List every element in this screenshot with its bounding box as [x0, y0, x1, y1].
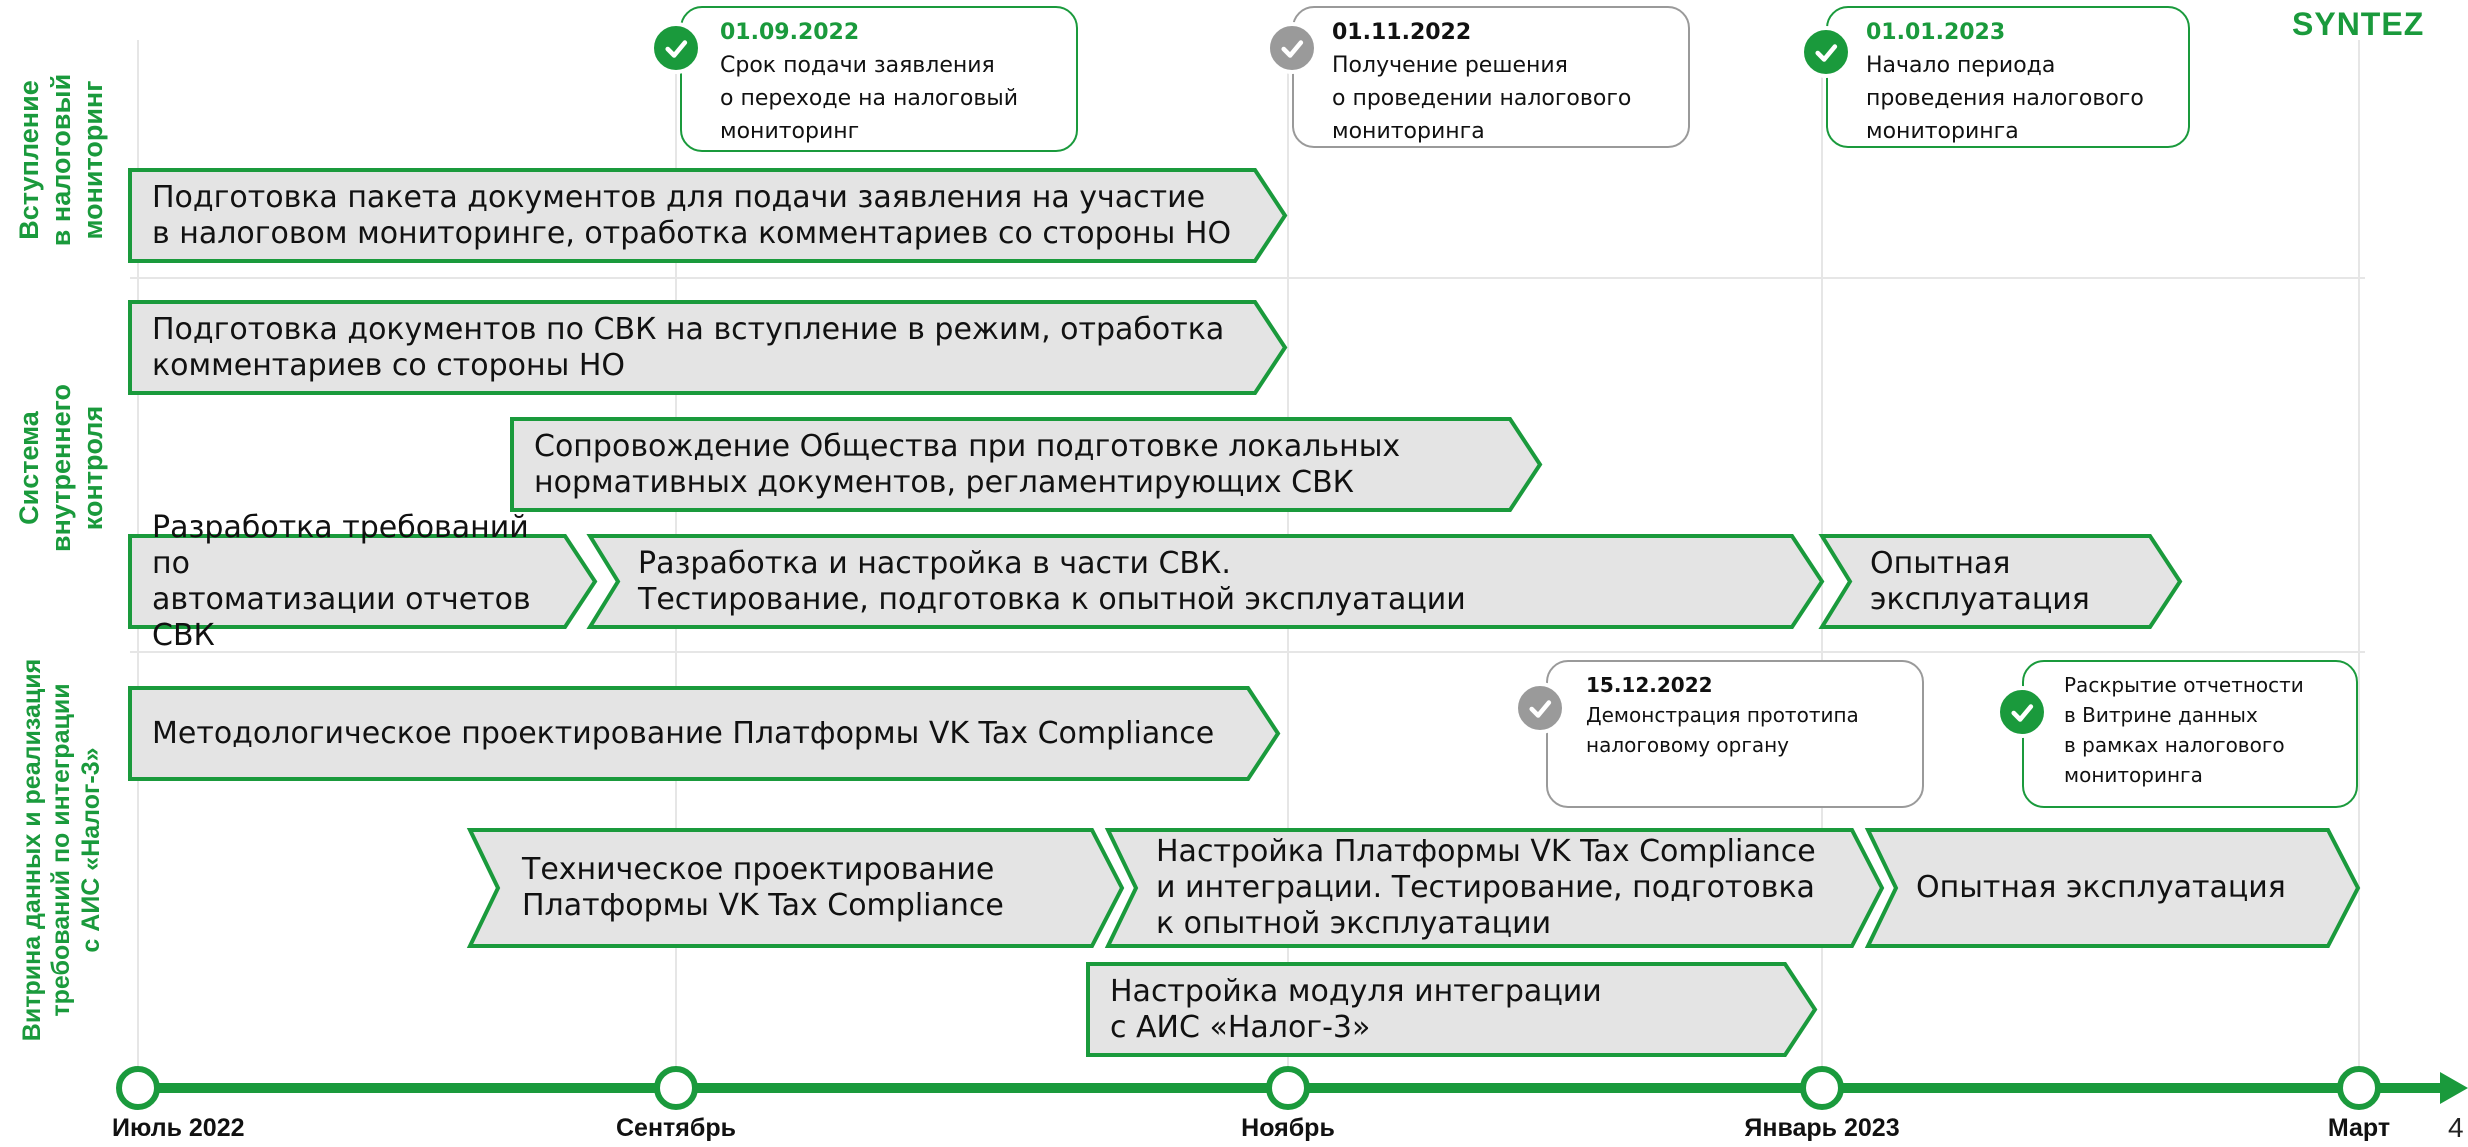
- task-bar: [128, 300, 1288, 395]
- milestone-marker: [654, 1066, 698, 1110]
- task-bar: [466, 828, 1125, 948]
- callout-text: Демонстрация прототипа налоговому органу: [1586, 703, 1859, 757]
- milestone-marker: [1800, 1066, 1844, 1110]
- task-bar: [1104, 828, 1885, 948]
- milestone-marker: [1266, 1066, 1310, 1110]
- task-label: Техническое проектирование Платформы VK …: [522, 852, 1004, 923]
- callout-text: Получение решения о проведении налоговог…: [1332, 53, 1632, 144]
- section-label: Вступление в налоговый мониторинг: [14, 73, 108, 247]
- milestone-marker: [2337, 1066, 2381, 1110]
- callout-date: 01.11.2022: [1332, 20, 1472, 45]
- check-icon: [650, 22, 702, 74]
- milestone-callout: Раскрытие отчетности в Витрине данных в …: [2022, 660, 2358, 808]
- section-label: Система внутреннего контроля: [14, 384, 108, 552]
- callout-date: 01.01.2023: [1866, 20, 2006, 45]
- task-bar: [128, 534, 598, 629]
- callout-text: Срок подачи заявления о переходе на нало…: [720, 53, 1018, 144]
- task-bar: [128, 168, 1288, 263]
- task-label: Подготовка документов по СВК на вступлен…: [152, 311, 1225, 383]
- task-label: Настройка модуля интеграции с АИС «Налог…: [1110, 973, 1602, 1045]
- task-label: Опытная эксплуатация: [1870, 545, 2090, 617]
- timeline-arrowhead: [2440, 1072, 2468, 1104]
- milestone-label: Сентябрь: [616, 1114, 736, 1142]
- check-icon: [1514, 682, 1566, 734]
- task-bar: [586, 534, 1825, 629]
- milestone-marker: [116, 1066, 160, 1110]
- task-bar: [510, 417, 1543, 512]
- milestone-label: Январь 2023: [1744, 1114, 1900, 1142]
- task-bar: [128, 686, 1281, 781]
- milestone-label: Июль 2022: [112, 1114, 245, 1142]
- task-bar: [1086, 962, 1818, 1057]
- task-label: Настройка Платформы VK Tax Compliance и …: [1156, 834, 1816, 941]
- task-label: Разработка требований по автоматизации о…: [152, 509, 531, 653]
- section-label: Витрина данных и реализация требований п…: [17, 658, 105, 1042]
- milestone-label: Март: [2327, 1114, 2391, 1142]
- callout-text: Начало периода проведения налогового мон…: [1866, 53, 2144, 144]
- task-label: Разработка и настройка в части СВК. Тест…: [638, 545, 1466, 617]
- task-label: Подготовка пакета документов для подачи …: [152, 179, 1232, 251]
- callout-text: Раскрытие отчетности в Витрине данных в …: [2064, 673, 2304, 787]
- task-bar: [1818, 534, 2183, 629]
- task-bar: [1864, 828, 2361, 948]
- task-label: Опытная эксплуатация: [1916, 870, 2286, 905]
- check-icon: [1996, 686, 2048, 738]
- task-label: Сопровождение Общества при подготовке ло…: [534, 428, 1401, 500]
- syntez-logo: SYNTEZ: [2292, 6, 2425, 42]
- task-label: Методологическое проектирование Платформ…: [152, 715, 1215, 751]
- callout-date: 15.12.2022: [1586, 673, 1713, 697]
- check-icon: [1266, 22, 1318, 74]
- callout-date: 01.09.2022: [720, 20, 860, 45]
- milestone-label: Ноябрь: [1241, 1114, 1335, 1142]
- page-number: 4: [2448, 1112, 2464, 1143]
- check-icon: [1800, 26, 1852, 78]
